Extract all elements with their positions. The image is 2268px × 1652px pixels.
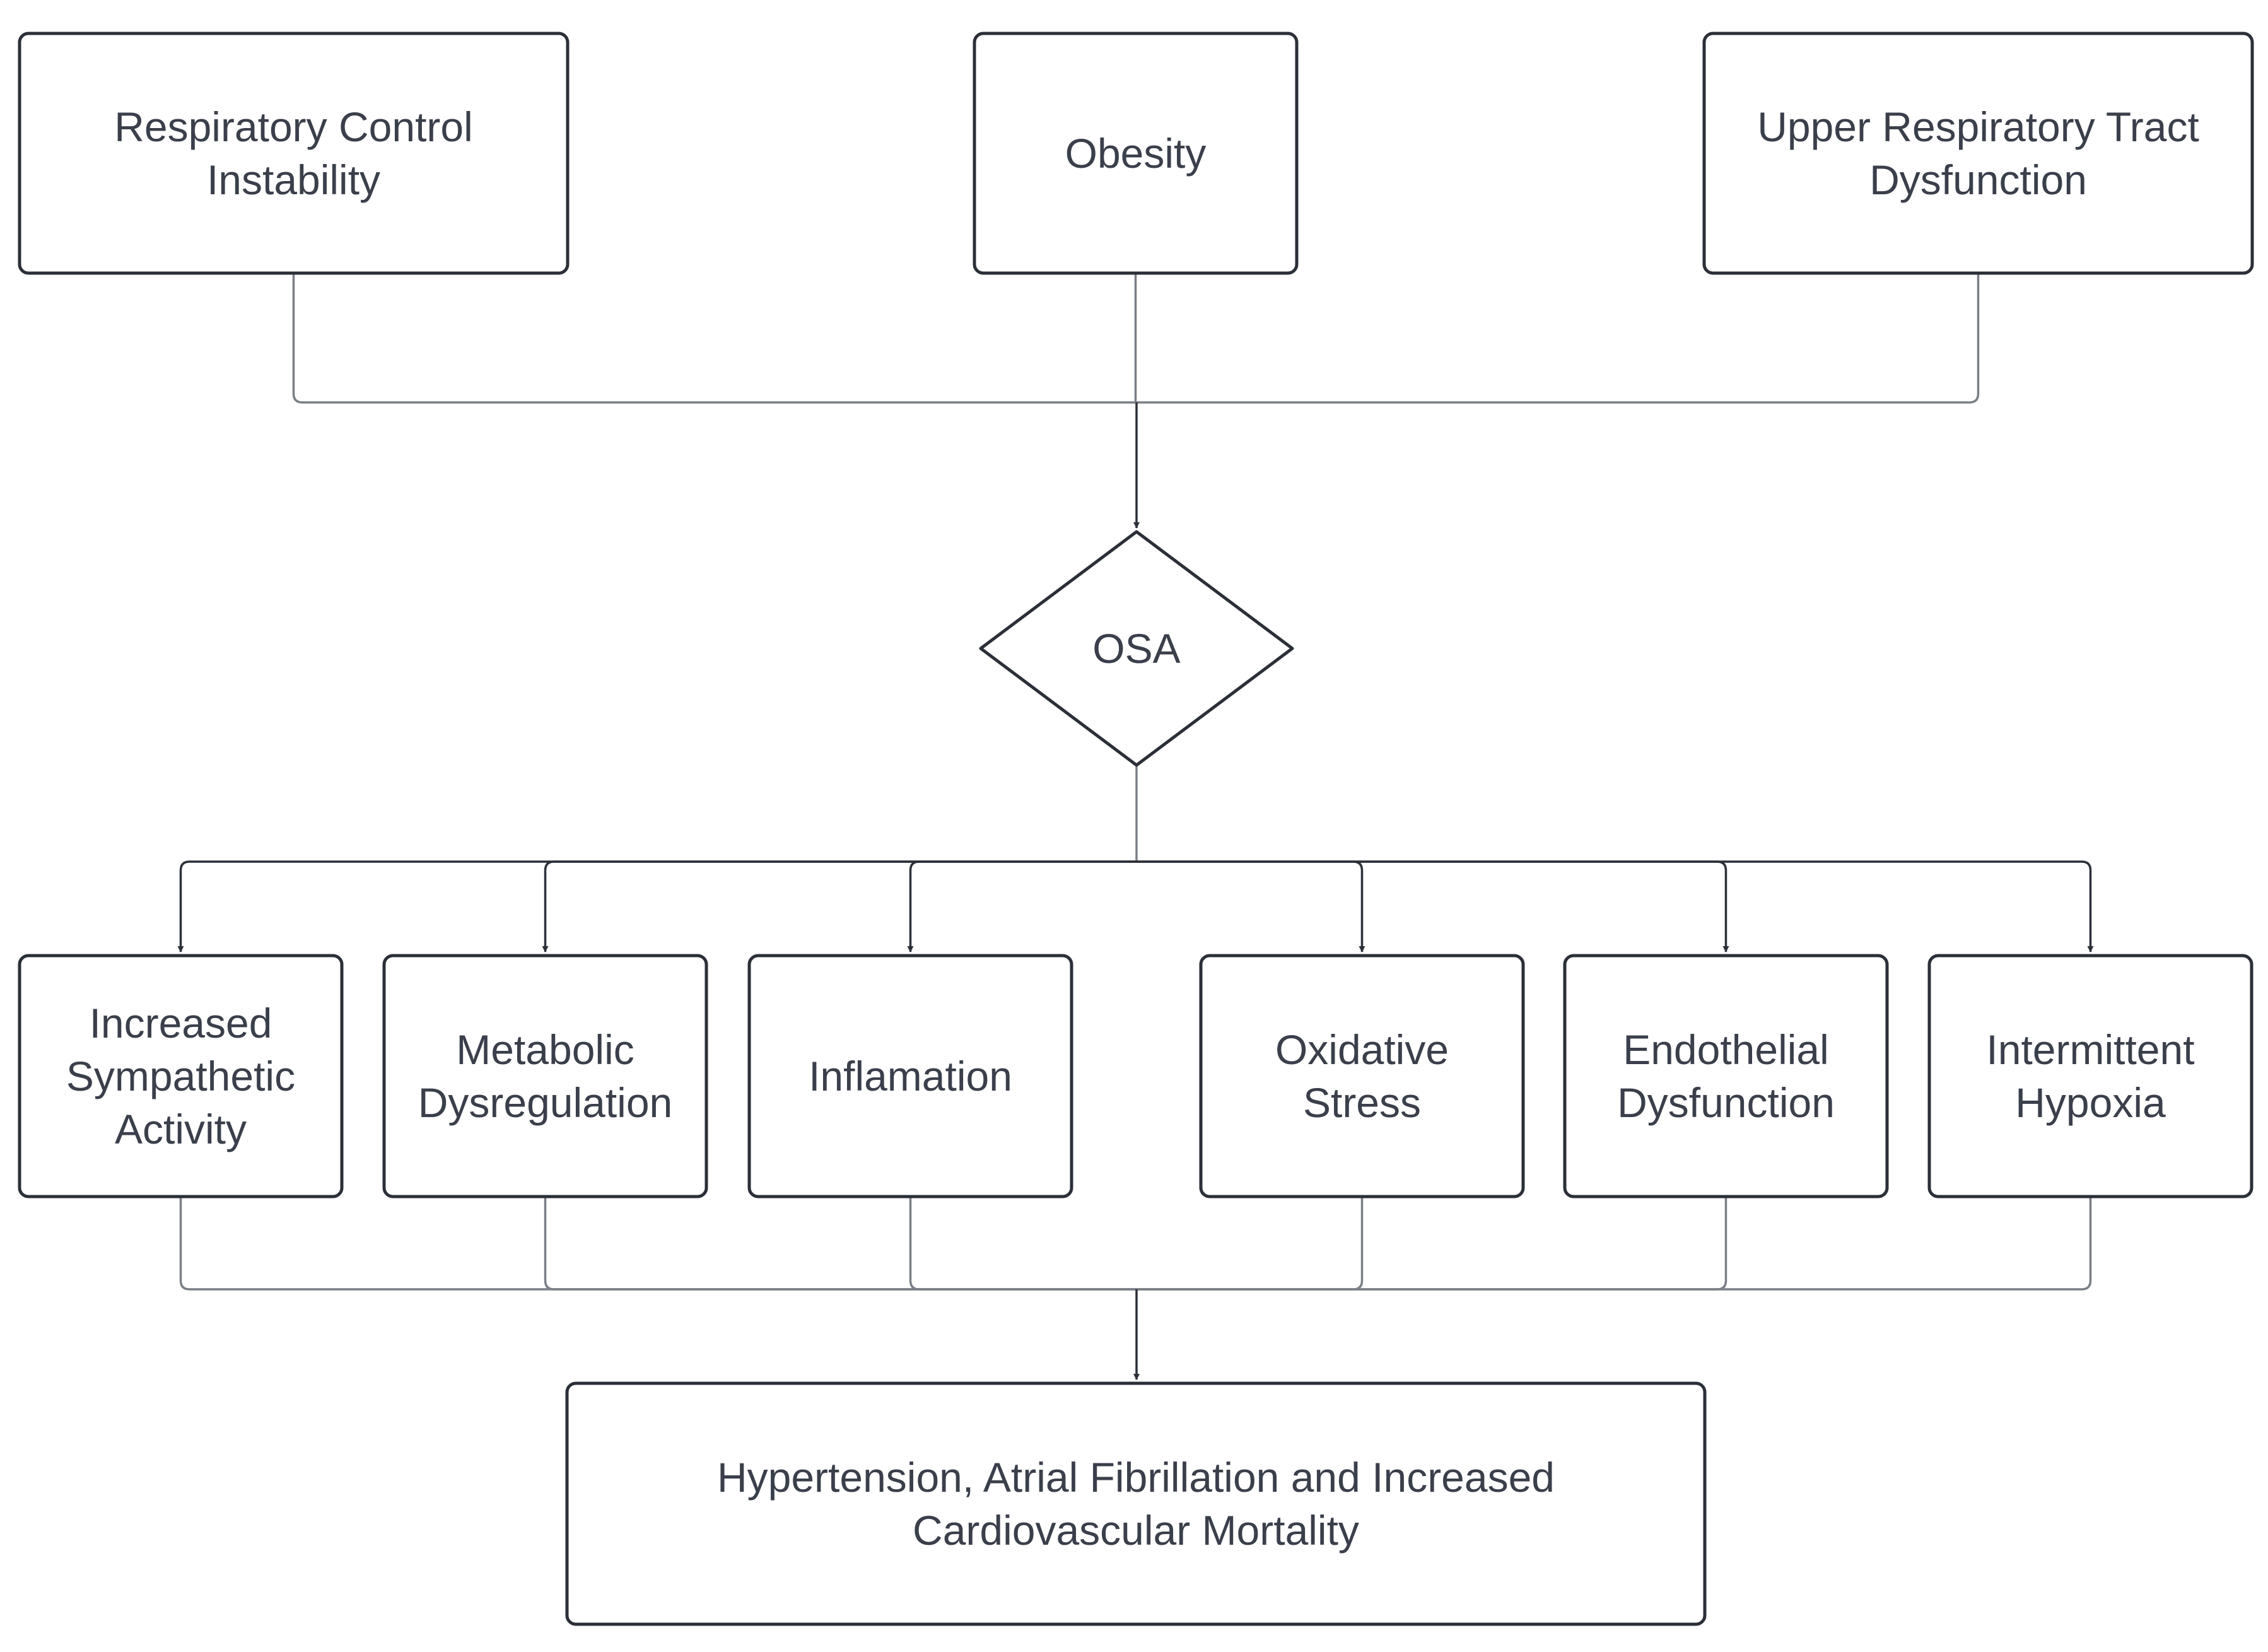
intermittent-hypoxia-connector [1137,1197,2092,1291]
endothelial-dysfunction-connector [1137,1197,1727,1291]
obesity-box: Obesity [973,32,1299,275]
outcome-box-shape [565,1381,1707,1626]
intermittent-hypoxia-box-shape [1927,954,2253,1198]
arrow-to-increased-sympathetic-activity [177,860,1137,952]
obesity-box-shape [973,32,1299,275]
arrow-to-endothelial-dysfunction [1137,860,1729,952]
connectors [177,273,2094,1380]
obesity-label: Obesity [1065,130,1207,177]
endothelial-dysfunction-box-shape [1563,954,1889,1198]
metabolic-dysregulation-connector [544,1197,1137,1291]
oxidative-stress-connector [1137,1197,1364,1291]
oxidative-stress-box-shape [1199,954,1525,1198]
inflamation-label: Inflamation [809,1053,1012,1099]
inflamation-box: Inflamation [747,954,1073,1198]
respiratory-control-instability-connector [292,273,1137,404]
increased-sympathetic-activity-box-shape [18,954,344,1198]
metabolic-dysregulation-box-shape [382,954,708,1198]
outcome-box: Hypertension, Atrial Fibrillation and In… [565,1381,1707,1626]
increased-sympathetic-activity-connector [179,1197,1137,1291]
inflamation-box-shape [747,954,1073,1198]
outcome-label: Hypertension, Atrial Fibrillation and In… [717,1454,1555,1554]
arrow-to-metabolic-dysregulation [542,860,1137,952]
respiratory-control-instability-box-shape [18,32,570,275]
arrow-to-inflamation [907,860,1137,952]
inflamation-connector [909,1197,1137,1291]
osa-diamond-shape [979,530,1294,767]
arrow-to-intermittent-hypoxia [1137,860,2094,952]
osa-diamond: OSA [979,530,1294,767]
osa-label: OSA [1092,625,1180,672]
upper-respiratory-tract-dysfunction-connector [1137,273,1980,404]
upper-respiratory-tract-dysfunction-box-shape [1702,32,2254,275]
arrow-to-oxidative-stress [1137,860,1365,952]
